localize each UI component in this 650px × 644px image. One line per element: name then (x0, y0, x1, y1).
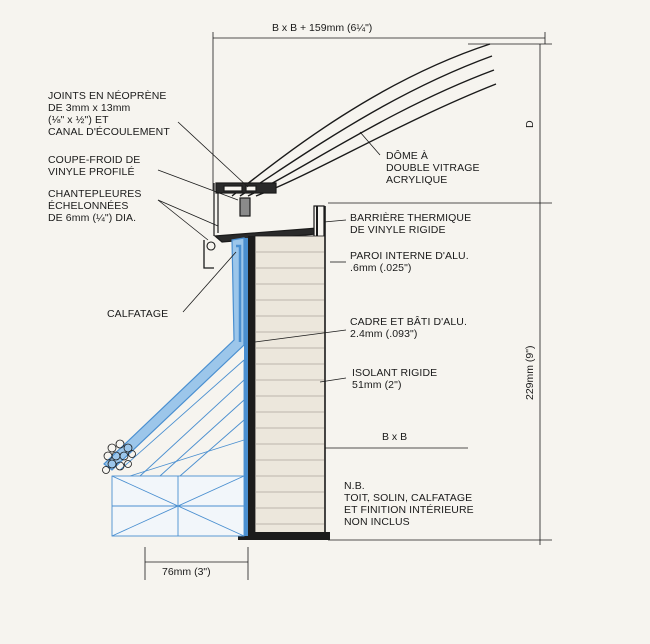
roof-framing (111, 359, 245, 537)
dome-frame (213, 182, 318, 243)
opening-label: B x B (382, 431, 408, 443)
top-width-dimension (212, 32, 546, 190)
roof-gravel (102, 439, 136, 474)
dome-height-label: D (524, 120, 536, 128)
note-label: N.B.TOIT, SOLIN, CALFATAGE ET FINITION I… (344, 480, 474, 528)
frame-label: CADRE ET BÂTI D'ALU.2.4mm (.093") (350, 316, 468, 340)
inner-wall-label: PAROI INTERNE D'ALU..6mm (.025") (350, 250, 469, 274)
inner-wall-insulation (254, 206, 326, 537)
caulking-label: CALFATAGE (107, 308, 169, 320)
flange-dimension (144, 547, 249, 580)
aluminum-frame (238, 236, 330, 540)
height-dimension (328, 43, 552, 545)
curb-height-label: 229mm (9") (524, 345, 536, 401)
leader-lines (157, 121, 381, 383)
caulking-flashing (103, 237, 248, 536)
weep-hole-clip (203, 240, 216, 269)
flange-label: 76mm (3") (162, 566, 211, 578)
top-width-label: B x B + 159mm (6¼") (272, 22, 373, 34)
